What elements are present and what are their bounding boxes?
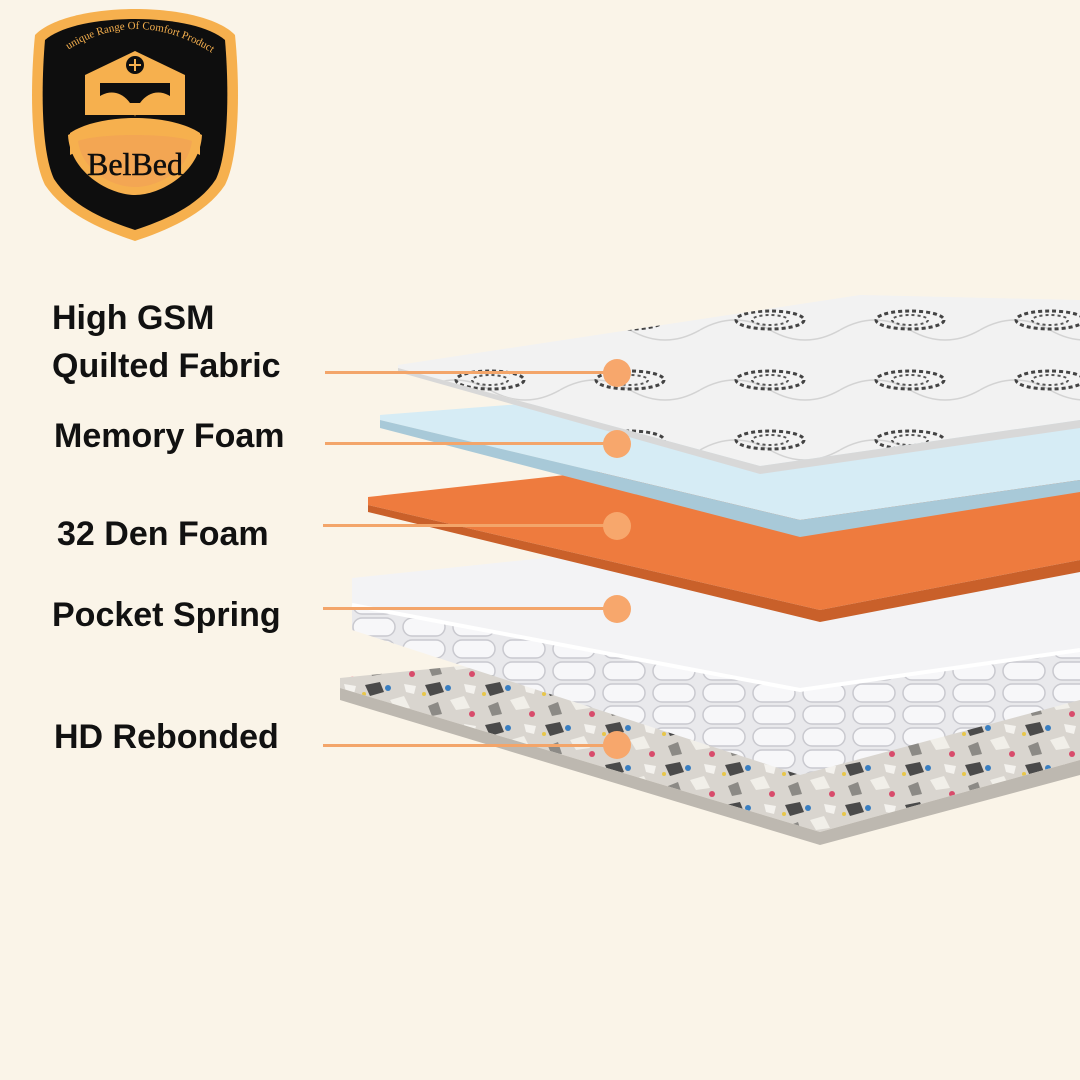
connector-line-hd-rebonded xyxy=(323,744,617,747)
connector-dot-quilted-fabric xyxy=(603,359,631,387)
connector-dot-pocket-spring xyxy=(603,595,631,623)
connector-line-quilted-fabric xyxy=(325,371,617,374)
layer-label-memory-foam: Memory Foam xyxy=(54,412,285,460)
layer-label-line: HD Rebonded xyxy=(54,718,279,756)
connector-line-pocket-spring xyxy=(323,607,617,610)
connector-dot-memory-foam xyxy=(603,430,631,458)
connector-line-memory-foam xyxy=(325,442,617,445)
layer-label-line: 32 Den Foam xyxy=(57,515,269,553)
layer-label-hd-rebonded: HD Rebonded xyxy=(54,713,279,761)
mattress-layers-illustration xyxy=(340,295,1080,845)
layer-label-line: High GSM xyxy=(52,299,215,337)
bed-icon xyxy=(85,51,185,117)
connector-dot-den-foam xyxy=(603,512,631,540)
layer-label-quilted-fabric: High GSM Quilted Fabric xyxy=(52,294,281,390)
brand-name: BelBed xyxy=(87,146,183,182)
layer-label-line: Memory Foam xyxy=(54,417,285,455)
layer-label-line: Pocket Spring xyxy=(52,596,281,634)
belbed-logo: A unique Range Of Comfort Products BelBe… xyxy=(30,5,238,241)
layer-label-den-foam: 32 Den Foam xyxy=(57,510,269,558)
quilted-fabric-layer xyxy=(398,295,1080,474)
connector-line-den-foam xyxy=(323,524,617,527)
layer-label-pocket-spring: Pocket Spring xyxy=(52,591,281,639)
connector-dot-hd-rebonded xyxy=(603,731,631,759)
layer-label-line: Quilted Fabric xyxy=(52,347,281,385)
